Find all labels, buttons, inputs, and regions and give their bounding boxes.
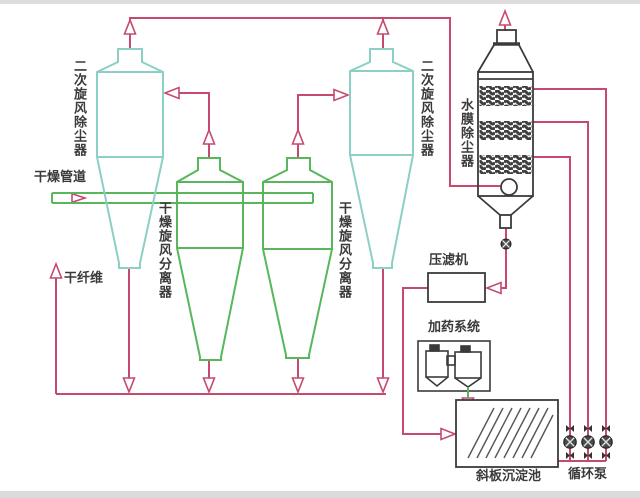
valve-icon <box>566 452 570 459</box>
label-water-film-collector: 水膜除尘器 <box>458 98 474 168</box>
spray-line-middle <box>533 121 589 426</box>
label-drying-pipe: 干燥管道 <box>34 169 87 184</box>
secondary-cyclone-2 <box>349 48 414 269</box>
valve-icon <box>588 452 592 459</box>
label-drying-cyclone-2: 干燥旋风分离器 <box>336 201 352 299</box>
dosing-system-box <box>417 340 491 398</box>
label-drying-cyclone-1: 干燥旋风分离器 <box>156 201 172 299</box>
flow-arrow-up <box>498 8 512 26</box>
drying-cyclone2-riser <box>297 94 346 158</box>
flow-arrow-down <box>122 377 136 395</box>
valve-icon <box>606 425 610 432</box>
label-secondary-cyclone-2: 二次旋风除尘器 <box>418 59 434 157</box>
flow-arrow-right <box>71 192 88 204</box>
packing-layer <box>479 86 532 106</box>
agitator-motor-icon <box>429 344 440 352</box>
flow-arrow-down <box>202 377 216 395</box>
water-film-collector <box>477 29 534 229</box>
drying-pipe-lines <box>51 192 314 204</box>
packing-layer <box>479 121 532 140</box>
pump-assembly <box>563 425 577 459</box>
flow-arrow-up <box>49 261 63 279</box>
valve-icon <box>606 452 610 459</box>
dosing-connector <box>446 355 456 366</box>
drain-valve-icon <box>500 238 512 250</box>
label-dosing-system: 加药系统 <box>428 319 481 334</box>
flow-arrow-up <box>202 127 216 145</box>
flow-arrow-up <box>123 17 137 35</box>
circulation-pumps <box>563 425 613 459</box>
valve-icon <box>570 452 574 459</box>
filter-press-outlet-line <box>402 287 442 435</box>
label-dry-fiber: 干纤维 <box>64 270 104 285</box>
valve-icon <box>584 425 588 432</box>
flow-arrow-left <box>162 86 180 100</box>
label-settling-tank: 斜板沉淀池 <box>476 468 542 483</box>
flow-arrow-up <box>291 127 305 145</box>
valve-icon <box>602 425 606 432</box>
image-bottom-border <box>0 491 640 498</box>
image-top-border <box>0 0 640 4</box>
flow-arrows <box>49 8 512 441</box>
filter-press-box <box>427 272 486 303</box>
spray-line-top <box>533 88 607 426</box>
valve-icon <box>570 425 574 432</box>
collector-drain-line <box>489 228 507 289</box>
flow-arrow-right <box>333 88 351 102</box>
flow-arrow-down <box>291 377 305 395</box>
drying-cyclone-1 <box>176 157 244 361</box>
fiber-collection-line <box>55 266 386 395</box>
packing-layer <box>479 155 532 174</box>
settling-tank <box>455 399 559 468</box>
valve-icon <box>602 452 606 459</box>
label-filter-press: 压滤机 <box>429 252 469 267</box>
drying-cyclone-2 <box>262 157 333 359</box>
spray-line-bottom <box>533 156 571 426</box>
drying-cyclone1-riser <box>167 92 210 158</box>
valve-icon <box>588 425 592 432</box>
flow-arrow-down <box>376 377 390 395</box>
label-circulation-pump: 循环泵 <box>568 466 608 481</box>
secondary-cyclone-1 <box>96 48 164 269</box>
pump-assembly <box>581 425 595 459</box>
top-gas-header-line <box>129 17 500 187</box>
flow-arrow-right <box>440 427 458 441</box>
valve-icon <box>566 425 570 432</box>
flow-arrow-up <box>376 17 390 35</box>
flow-arrow-left <box>484 281 502 295</box>
agitator-motor-icon <box>460 345 471 353</box>
inclined-plates-icon <box>467 407 554 459</box>
valve-icon <box>584 452 588 459</box>
pump-assembly <box>599 425 613 459</box>
label-secondary-cyclone-1: 二次旋风除尘器 <box>71 59 87 157</box>
cyclone-drop-lines <box>128 268 384 389</box>
collector-inlet-port <box>500 178 518 196</box>
